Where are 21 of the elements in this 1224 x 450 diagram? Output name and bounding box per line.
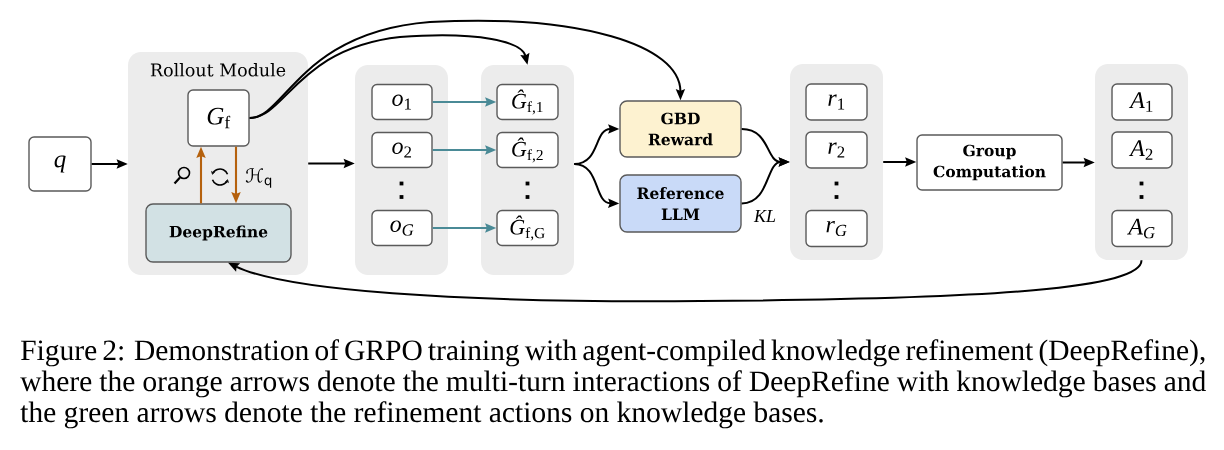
caption: Figure 2: Demonstration of GRPO training with agent-compiled knowledge refinement (DeepRefine), where the orange arrows denote the multi-turn interactions of DeepRefine with knowledge bases and the green arrows denote the refinement actions on knowledge bases. bbox=[20, 339, 1206, 429]
process-box: Group Computation bbox=[916, 134, 1063, 191]
rounded-box: r$_{G}$ bbox=[805, 209, 868, 248]
rounded-box: q bbox=[28, 136, 92, 192]
arrow bbox=[248, 19, 686, 119]
rounded-box: Ĝ$_{f,2}$ bbox=[496, 131, 559, 169]
process-box: GBD Reward bbox=[619, 100, 742, 158]
rounded-box: Ĝ$_{f,1}$ bbox=[496, 83, 559, 121]
rounded-box: o$_{1}$ bbox=[371, 83, 433, 121]
process-box: DeepRefine bbox=[145, 203, 292, 263]
rounded-box: G$_{f}$ bbox=[187, 89, 250, 147]
rounded-box: o$_{2}$ bbox=[371, 131, 433, 169]
rounded-box: r$_{2}$ bbox=[805, 131, 868, 169]
process-box: Reference LLM bbox=[619, 174, 742, 233]
rounded-box: A$_{1}$ bbox=[1111, 83, 1173, 121]
rounded-box: A$_{2}$ bbox=[1111, 131, 1173, 169]
edge-label: KL bbox=[752, 208, 778, 224]
rounded-box: Ĝ$_{f,G}$ bbox=[496, 209, 559, 247]
rounded-box: A$_{G}$ bbox=[1111, 209, 1173, 248]
rounded-box: r$_{1}$ bbox=[805, 83, 868, 121]
rounded-box: o$_{G}$ bbox=[371, 209, 433, 247]
